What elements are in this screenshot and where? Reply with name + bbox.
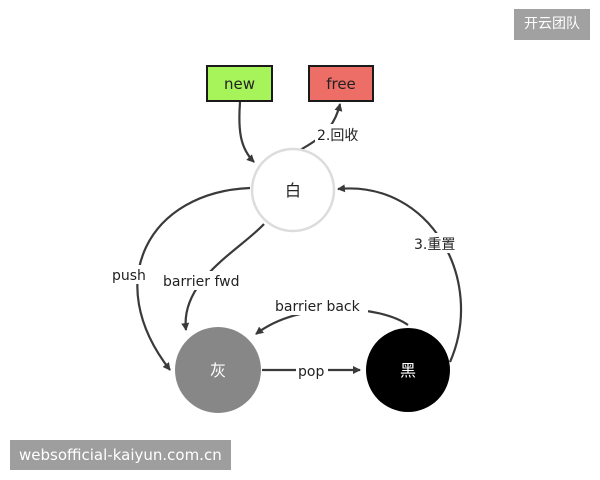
label-pop: pop: [298, 364, 324, 380]
node-new-box: [206, 65, 273, 102]
url-watermark: websofficial-kaiyun.com.cn: [10, 440, 231, 470]
brand-watermark: 开云团队: [514, 9, 590, 40]
label-recycle: 2.回收: [317, 128, 358, 144]
edge-white-to-gray-barrier-fwd: [181, 223, 265, 331]
node-new: new: [206, 65, 273, 102]
node-black: 黑: [366, 328, 450, 412]
node-black-label: 黑: [400, 361, 416, 380]
label-push: push: [112, 268, 146, 284]
node-white: 白: [250, 147, 336, 233]
edge-white-to-gray-push: [136, 186, 251, 371]
node-white-label: 白: [285, 181, 301, 200]
node-black-circle: [366, 328, 450, 412]
edge-new-to-white: [238, 101, 255, 163]
label-reset: 3.重置: [414, 237, 455, 253]
node-free-box: [308, 65, 374, 102]
node-gray-circle: [175, 327, 261, 413]
node-gray-label: 灰: [210, 361, 226, 380]
node-new-label: new: [224, 75, 255, 93]
node-free-label: free: [326, 75, 356, 93]
node-white-circle: [250, 147, 336, 233]
edge-labels: 2.回收 3.重置 push barrier fwd barrier back …: [110, 124, 462, 380]
node-free: free: [308, 65, 374, 102]
node-gray: 灰: [175, 327, 261, 413]
label-barrier-back: barrier back: [275, 299, 361, 315]
label-barrier-fwd: barrier fwd: [163, 274, 239, 290]
